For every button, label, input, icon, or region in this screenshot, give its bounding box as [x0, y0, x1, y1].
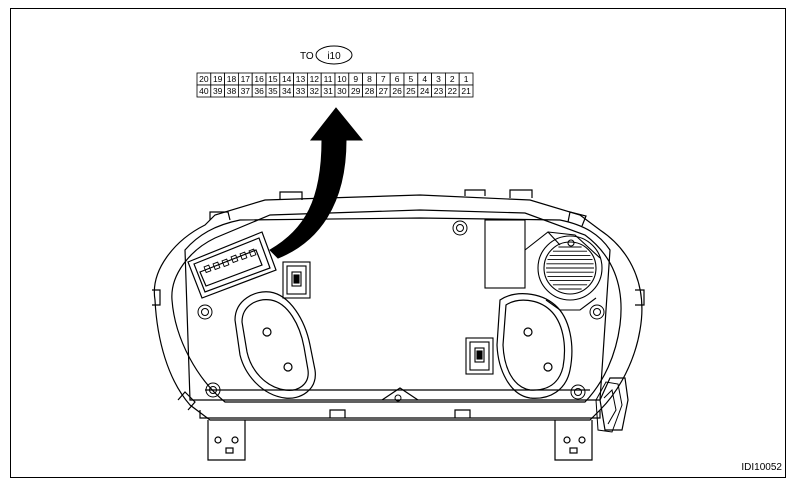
meter-housing [152, 189, 645, 431]
pin-number: 34 [282, 86, 292, 96]
pin-number: 40 [199, 86, 209, 96]
pin-number: 20 [199, 74, 209, 84]
pin-number: 13 [296, 74, 306, 84]
pin-cell [458, 84, 474, 98]
pin-number: 9 [353, 74, 358, 84]
pin-number: 25 [406, 86, 416, 96]
pin-number: 21 [461, 86, 471, 96]
pin-number: 27 [379, 86, 389, 96]
connector-code-oval [315, 45, 353, 65]
meter-connector-socket [187, 231, 277, 299]
screw-holes [197, 220, 605, 402]
pin-number: 23 [434, 86, 444, 96]
pin-number: 15 [268, 74, 278, 84]
pin-number: 6 [395, 74, 400, 84]
pin-number: 3 [436, 74, 441, 84]
pin-number: 19 [213, 74, 223, 84]
pin-number: 12 [310, 74, 320, 84]
pin-number: 5 [409, 74, 414, 84]
right-bracket [595, 381, 623, 433]
diagram-frame [10, 8, 786, 478]
small-connector-right [465, 337, 494, 375]
pin-number: 14 [282, 74, 292, 84]
pin-number: 38 [227, 86, 237, 96]
mounting-feet [207, 420, 593, 461]
pin-number: 17 [241, 74, 251, 84]
pin-number: 22 [448, 86, 458, 96]
pin-number: 18 [227, 74, 237, 84]
pin-number: 28 [365, 86, 375, 96]
pin-number: 10 [337, 74, 347, 84]
pin-number: 36 [254, 86, 264, 96]
connector-arrow [269, 107, 364, 259]
pin-number: 39 [213, 86, 223, 96]
pin-number: 31 [323, 86, 333, 96]
pin-number: 26 [392, 86, 402, 96]
pin-number: 24 [420, 86, 430, 96]
pin-number: 32 [310, 86, 320, 96]
buzzer-assembly [484, 219, 603, 311]
pin-number: 16 [254, 74, 264, 84]
pin-number: 7 [381, 74, 386, 84]
pin-number: 33 [296, 86, 306, 96]
speaker-grille [546, 246, 594, 290]
small-connector-left [282, 261, 311, 299]
pin-number: 37 [241, 86, 251, 96]
pin-number: 29 [351, 86, 361, 96]
connector-to-label: TO [300, 51, 314, 62]
gauge-windows [234, 291, 573, 399]
pin-number: 1 [464, 74, 469, 84]
figure-reference-code: IDI10052 [741, 462, 782, 473]
pin-number: 8 [367, 74, 372, 84]
pin-number: 30 [337, 86, 347, 96]
pin-number: 35 [268, 86, 278, 96]
connector-code-label: i10 [327, 51, 341, 62]
pin-number: 4 [422, 74, 427, 84]
pin-number: 2 [450, 74, 455, 84]
pin-number: 11 [324, 74, 333, 84]
